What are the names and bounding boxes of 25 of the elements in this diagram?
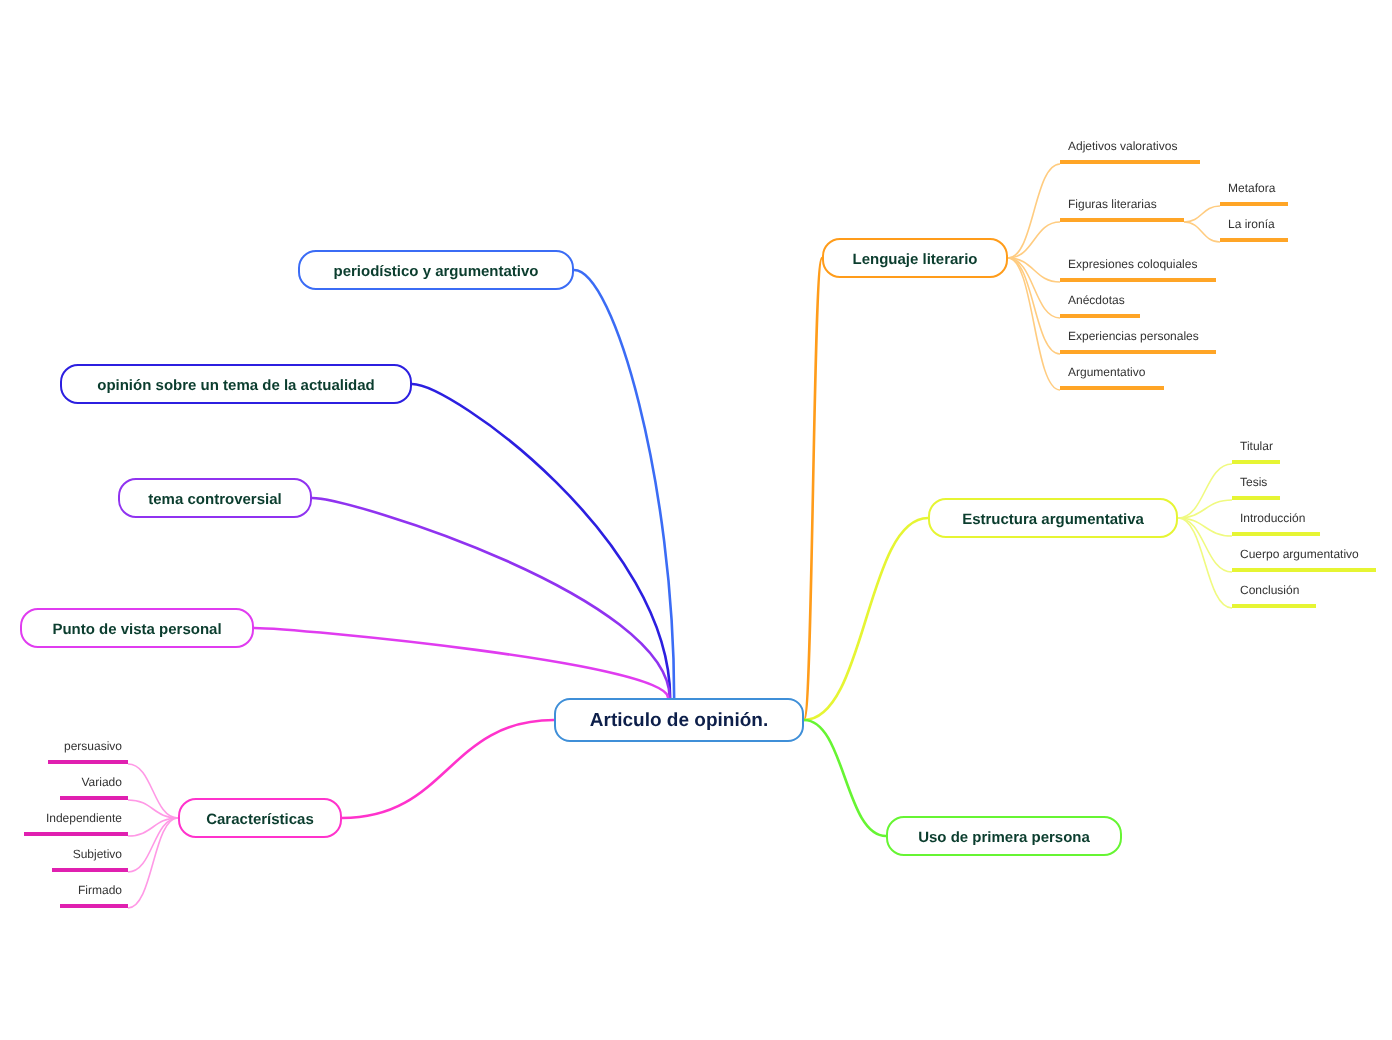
connector-line	[803, 718, 887, 838]
connector-line	[127, 817, 179, 909]
connector-line	[1177, 517, 1233, 573]
connector-line	[1007, 221, 1061, 259]
connector-line	[127, 799, 179, 819]
connector-line	[1007, 257, 1061, 283]
connector-line	[802, 257, 824, 721]
connector-line	[127, 817, 179, 837]
connector-line	[127, 817, 179, 873]
connector-line	[311, 496, 671, 699]
connector-line	[253, 626, 670, 699]
connector-line	[573, 268, 676, 699]
connector-line	[1183, 205, 1221, 223]
connector-line	[1177, 463, 1233, 519]
connector-line	[1007, 257, 1061, 355]
connector-line	[1177, 517, 1233, 537]
central-topic: Articulo de opinión.	[554, 698, 804, 742]
connector-line	[803, 516, 929, 722]
connector-line	[1007, 257, 1061, 391]
connector-line	[1007, 257, 1061, 319]
connector-line	[127, 763, 179, 819]
connector-line	[1007, 163, 1061, 259]
connector-line	[1177, 517, 1233, 609]
connector-line	[1183, 221, 1221, 243]
connector-line	[341, 718, 555, 820]
